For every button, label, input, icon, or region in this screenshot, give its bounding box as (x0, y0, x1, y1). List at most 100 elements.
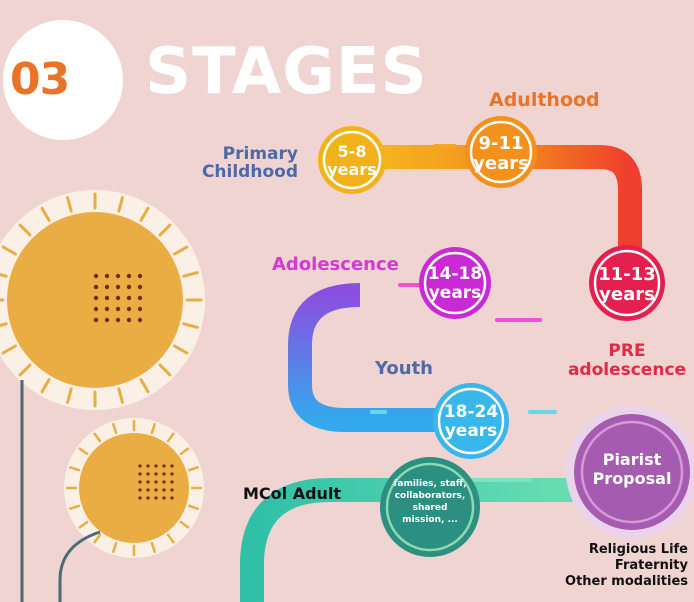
sun-dot (115, 295, 121, 301)
sun-dot (104, 284, 110, 290)
sun-dot (126, 306, 132, 312)
sun-dot (137, 317, 143, 323)
sun-dot (154, 480, 158, 484)
sun-dot (115, 306, 121, 312)
pre-adolescence-label: PRE adolescence (567, 341, 687, 380)
sun-ray (187, 466, 199, 472)
sun-dot (138, 496, 142, 500)
sun-ray (69, 504, 81, 510)
sun-ray (18, 363, 32, 377)
sun-dot (146, 496, 150, 500)
circle-families (380, 457, 480, 557)
sun-dot (115, 284, 121, 290)
sun-ray (1, 344, 17, 355)
sun-ray (139, 378, 150, 394)
piarist-proposal-text: Piarist Proposal (592, 450, 672, 488)
sun-ray (1, 245, 17, 256)
header-number-circle (3, 20, 123, 140)
age-18-24-text: 18-24 years (443, 402, 499, 441)
other-modalities-text: Other modalities (565, 574, 688, 589)
sun-ray (173, 344, 189, 355)
circle-5-8 (318, 126, 386, 194)
sun-ray (117, 196, 124, 213)
sun-ray (93, 432, 102, 443)
sun-ray (139, 206, 150, 222)
sun-dot (154, 472, 158, 476)
sun-ray (150, 423, 156, 435)
circle-18-24 (433, 383, 509, 459)
sun-ray (78, 447, 89, 456)
sun-ray (166, 432, 175, 443)
sun-dot (146, 472, 150, 476)
sun-dot (162, 488, 166, 492)
sun-dot (138, 464, 142, 468)
header-number: 03 (10, 54, 70, 105)
sun-dot (162, 480, 166, 484)
sun-dot (126, 284, 132, 290)
sun-ray (40, 378, 51, 394)
sun-dot (93, 306, 99, 312)
sun-dot (137, 295, 143, 301)
sun-ray (40, 206, 51, 222)
sun-dot (104, 306, 110, 312)
sun-ray (0, 272, 8, 278)
adulthood-label: Adulthood (489, 89, 600, 111)
sun-dot (170, 488, 174, 492)
youth-label: Youth (375, 358, 433, 379)
sun-dot (126, 317, 132, 323)
age-5-8-text: 5-8 years (327, 142, 377, 179)
sun-dot (138, 488, 142, 492)
sun-dot (154, 496, 158, 500)
sun-dot (170, 496, 174, 500)
sun-dot (162, 472, 166, 476)
sun-ray (0, 322, 8, 328)
sun-dot (93, 273, 99, 279)
sun-ray (187, 504, 199, 510)
sun-ray (158, 223, 172, 237)
path-bottom (240, 478, 600, 602)
sun-ray (182, 271, 199, 278)
path-upper (345, 145, 642, 295)
sun-ray (179, 520, 190, 529)
sun-dot (137, 284, 143, 290)
sun-dot (170, 464, 174, 468)
fraternity-text: Fraternity (614, 558, 688, 573)
sun-dot (154, 464, 158, 468)
sun-dot (104, 295, 110, 301)
sun-small-icon (64, 418, 204, 558)
religious-life-text: Religious Life (588, 542, 688, 557)
sun-dot (138, 472, 142, 476)
primary-childhood-label: Primary Childhood (201, 144, 298, 182)
sun-ray (112, 423, 118, 435)
path-left-curve (288, 283, 460, 432)
stem-small (58, 530, 101, 602)
adolescence-label: Adolescence (272, 254, 399, 275)
sun-dot (170, 472, 174, 476)
circle-9-11 (465, 116, 537, 188)
sun-large-icon (0, 190, 205, 410)
sun-dot (126, 295, 132, 301)
age-11-13-text: 11-13 years (598, 264, 656, 305)
sun-dot (138, 480, 142, 484)
sun-dot (126, 273, 132, 279)
sun-ray (93, 533, 102, 544)
families-text: families, staff, collaborators, shared m… (393, 479, 467, 525)
sun-ray (66, 196, 73, 213)
sun-ray (158, 363, 172, 377)
vocations-list: Religious Life Fraternity Other modaliti… (540, 542, 688, 590)
sun-dot (146, 464, 150, 468)
circle-14-18 (419, 247, 491, 319)
sun-dot (154, 488, 158, 492)
sun-ray (117, 387, 124, 404)
mcol-adult-label: MCol Adult (243, 484, 342, 503)
sun-dot (146, 488, 150, 492)
sun-dot (170, 480, 174, 484)
sun-ray (166, 533, 175, 544)
age-9-11-text: 9-11 years (473, 133, 529, 174)
sun-ray (78, 520, 89, 529)
circle-piarist-proposal (566, 406, 694, 538)
sun-dot (162, 464, 166, 468)
sun-ray (69, 466, 81, 472)
